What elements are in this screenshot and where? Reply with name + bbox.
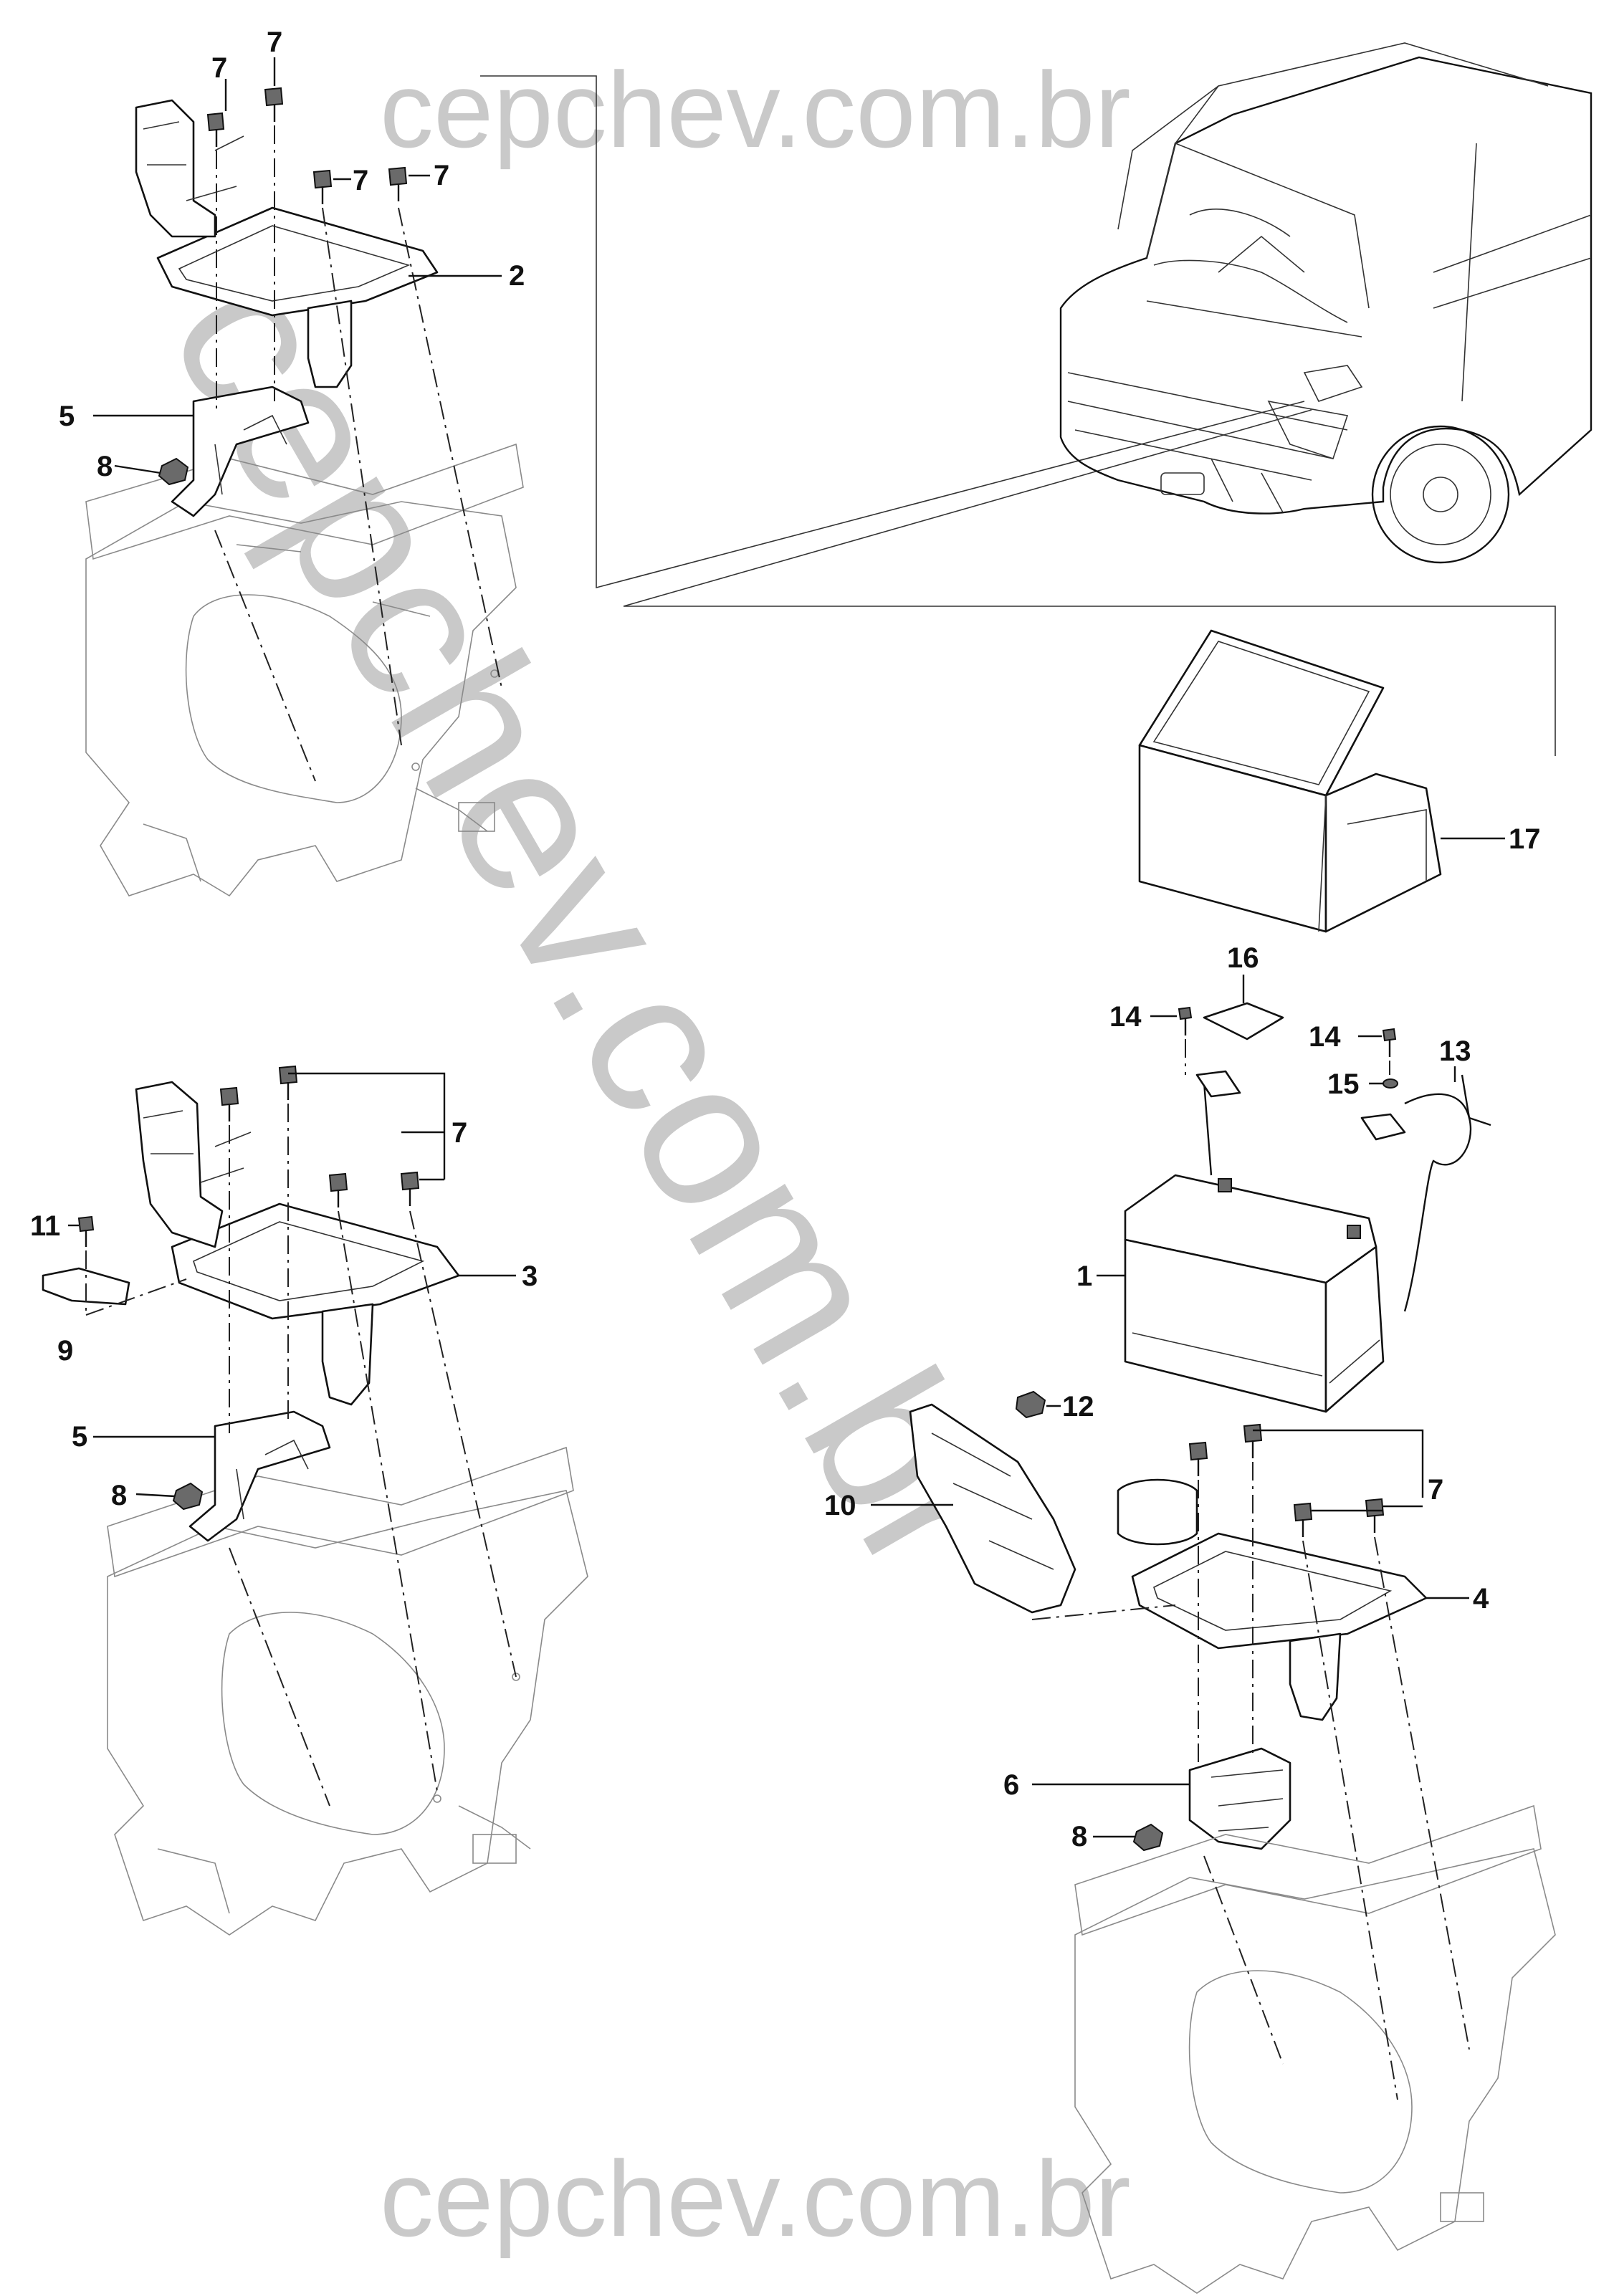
bolt-group-top bbox=[206, 87, 408, 204]
assembly-mid-left bbox=[42, 1065, 588, 1936]
car-connector-lines bbox=[480, 75, 1556, 756]
watermark-diagonal: cepchev.com.br bbox=[125, 236, 1054, 1609]
callout-4: 4 bbox=[1473, 1583, 1489, 1615]
callout-8: 8 bbox=[97, 451, 113, 482]
callout-7: 7 bbox=[434, 160, 449, 191]
callout-11: 11 bbox=[30, 1210, 60, 1242]
watermark-top: cepchev.com.br bbox=[380, 49, 1131, 170]
callout-17: 17 bbox=[1509, 823, 1541, 855]
callout-7: 7 bbox=[353, 165, 368, 196]
car-front-illustration bbox=[1059, 42, 1592, 564]
callout-2: 2 bbox=[509, 260, 525, 292]
callout-12: 12 bbox=[1062, 1391, 1094, 1422]
callout-6: 6 bbox=[1003, 1769, 1019, 1801]
callout-7: 7 bbox=[1428, 1474, 1443, 1506]
callout-5: 5 bbox=[59, 401, 75, 432]
callout-13: 13 bbox=[1439, 1035, 1471, 1067]
callout-7: 7 bbox=[267, 27, 282, 58]
callout-1: 1 bbox=[1076, 1261, 1092, 1292]
callout-15: 15 bbox=[1327, 1068, 1360, 1100]
callout-3: 3 bbox=[522, 1261, 538, 1292]
callout-14: 14 bbox=[1109, 1001, 1142, 1033]
callout-labels: 7 7 7 7 2 5 8 17 16 14 14 13 15 1 7 11 3… bbox=[30, 27, 1541, 1852]
callout-9: 9 bbox=[57, 1335, 73, 1367]
callout-5: 5 bbox=[72, 1421, 87, 1453]
callout-7: 7 bbox=[211, 52, 227, 84]
assembly-right bbox=[871, 629, 1556, 2294]
callout-14: 14 bbox=[1309, 1021, 1341, 1053]
callout-8: 8 bbox=[1071, 1821, 1087, 1852]
watermark-bottom: cepchev.com.br bbox=[380, 2138, 1131, 2259]
callout-10: 10 bbox=[824, 1490, 856, 1521]
callout-7: 7 bbox=[452, 1117, 467, 1149]
assembly-top-left bbox=[85, 57, 524, 897]
callout-16: 16 bbox=[1227, 942, 1259, 974]
callout-8: 8 bbox=[111, 1480, 127, 1511]
